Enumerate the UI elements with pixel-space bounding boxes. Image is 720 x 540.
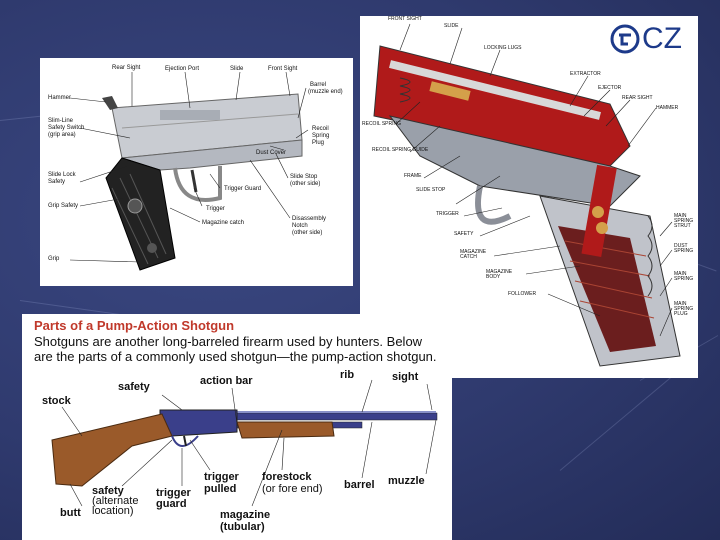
label-cz-magazine-body: MAGAZINE BODY xyxy=(486,269,513,280)
label-cz-hammer: HAMMER xyxy=(656,105,679,111)
label-ejection-port: Ejection Port xyxy=(165,66,200,72)
label-cz-dust-spring: DUST SPRING xyxy=(674,243,694,254)
label-sg-forestock-2: (or fore end) xyxy=(262,483,323,495)
shotgun-title: Parts of a Pump-Action Shotgun xyxy=(34,318,235,333)
label-slim-line: Slim-Line xyxy=(48,118,74,124)
label-cz-rear-sight: REAR SIGHT xyxy=(622,95,653,101)
label-disassembly: Disassembly xyxy=(292,216,327,222)
label-cz-locking-lugs: LOCKING LUGS xyxy=(484,45,522,51)
label-sg-magazine: magazine xyxy=(220,509,271,521)
label-cz-main-spring: MAIN SPRING xyxy=(674,271,694,282)
label-recoil: Recoil xyxy=(312,126,329,132)
label-grip-safety: Grip Safety xyxy=(48,203,79,209)
label-hammer: Hammer xyxy=(48,95,72,101)
label-cz-slide-stop: SLIDE STOP xyxy=(416,187,446,193)
label-cz-magazine-catch: MAGAZINE CATCH xyxy=(460,249,487,260)
label-sg-trigger-guard-2: guard xyxy=(156,498,187,510)
label-cz-trigger: TRIGGER xyxy=(436,211,459,217)
label-magazine-catch: Magazine catch xyxy=(202,220,245,226)
label-notch: Notch xyxy=(292,223,308,229)
label-barrel: Barrel xyxy=(310,82,327,88)
label-rear-sight: Rear Sight xyxy=(112,65,141,71)
label-cz-follower: FOLLOWER xyxy=(508,291,537,297)
label-cz-extractor: EXTRACTOR xyxy=(570,71,601,77)
label-cz-slide: SLIDE xyxy=(444,23,459,29)
shotgun-diagram-panel: Parts of a Pump-Action Shotgun Shotguns … xyxy=(22,314,452,540)
label-slide: Slide xyxy=(230,66,244,72)
label-sg-trigger-pulled-2: pulled xyxy=(204,483,237,495)
label-sg-stock: stock xyxy=(42,395,71,407)
label-safety: Safety xyxy=(48,179,66,185)
label-sg-trigger-guard: trigger xyxy=(156,487,191,499)
label-sg-safety-alt-2: (alternate xyxy=(92,495,139,507)
label-notch-sub: (other side) xyxy=(292,230,323,236)
label-trigger-guard: Trigger Guard xyxy=(224,186,262,192)
label-cz-ejector: EJECTOR xyxy=(598,85,622,91)
label-sg-forestock: forestock xyxy=(262,471,312,483)
cz-logo-text: CZ xyxy=(642,22,682,55)
label-sg-safety-alt: safety xyxy=(92,485,124,497)
cz-cutaway-illustration xyxy=(373,23,681,367)
label-grip-area: (grip area) xyxy=(48,132,76,138)
shotgun-illustration xyxy=(51,379,438,507)
pistol-diagram-panel: Rear Sight Ejection Port Slide Front Sig… xyxy=(40,58,353,286)
label-slide-stop-sub: (other side) xyxy=(290,181,321,187)
label-barrel-sub: (muzzle end) xyxy=(308,89,343,95)
label-sg-action-bar: action bar xyxy=(200,375,253,387)
label-spring: Spring xyxy=(312,133,330,139)
label-cz-front-sight: FRONT SIGHT xyxy=(388,16,422,22)
label-front-sight: Front Sight xyxy=(268,66,298,72)
label-slide-stop: Slide Stop xyxy=(290,174,318,180)
label-cz-recoil-spring: RECOIL SPRING xyxy=(362,121,401,127)
label-plug: Plug xyxy=(312,140,325,146)
label-sg-sight: sight xyxy=(392,371,419,383)
label-grip: Grip xyxy=(48,256,60,262)
label-cz-recoil-spring-guide: RECOIL SPRING GUIDE xyxy=(372,147,429,153)
cz-cutaway-panel: CZ xyxy=(360,16,698,378)
label-safety-switch: Safety Switch xyxy=(48,125,85,131)
label-sg-rib: rib xyxy=(340,369,355,381)
label-sg-butt: butt xyxy=(60,507,81,519)
cz-logo: CZ xyxy=(610,22,682,56)
label-slide-lock: Slide Lock xyxy=(48,172,76,178)
label-sg-safety-alt-3: location) xyxy=(92,505,134,517)
shotgun-description: Shotguns are another long-barreled firea… xyxy=(34,334,437,364)
label-sg-safety: safety xyxy=(118,381,150,393)
label-cz-main-spring-plug: MAIN SPRING PLUG xyxy=(674,301,694,317)
label-cz-main-spring-strut: MAIN SPRING STRUT xyxy=(674,213,694,229)
label-dust-cover: Dust Cover xyxy=(256,150,287,156)
label-cz-frame: FRAME xyxy=(404,173,422,179)
pistol-illustration xyxy=(69,71,309,271)
label-sg-barrel: barrel xyxy=(344,479,375,491)
label-sg-magazine-2: (tubular) xyxy=(220,521,265,533)
label-trigger: Trigger xyxy=(206,206,225,212)
label-sg-muzzle: muzzle xyxy=(388,475,425,487)
label-sg-trigger-pulled: trigger xyxy=(204,471,239,483)
label-cz-safety: SAFETY xyxy=(454,231,474,237)
cz-emblem-icon xyxy=(610,24,640,54)
